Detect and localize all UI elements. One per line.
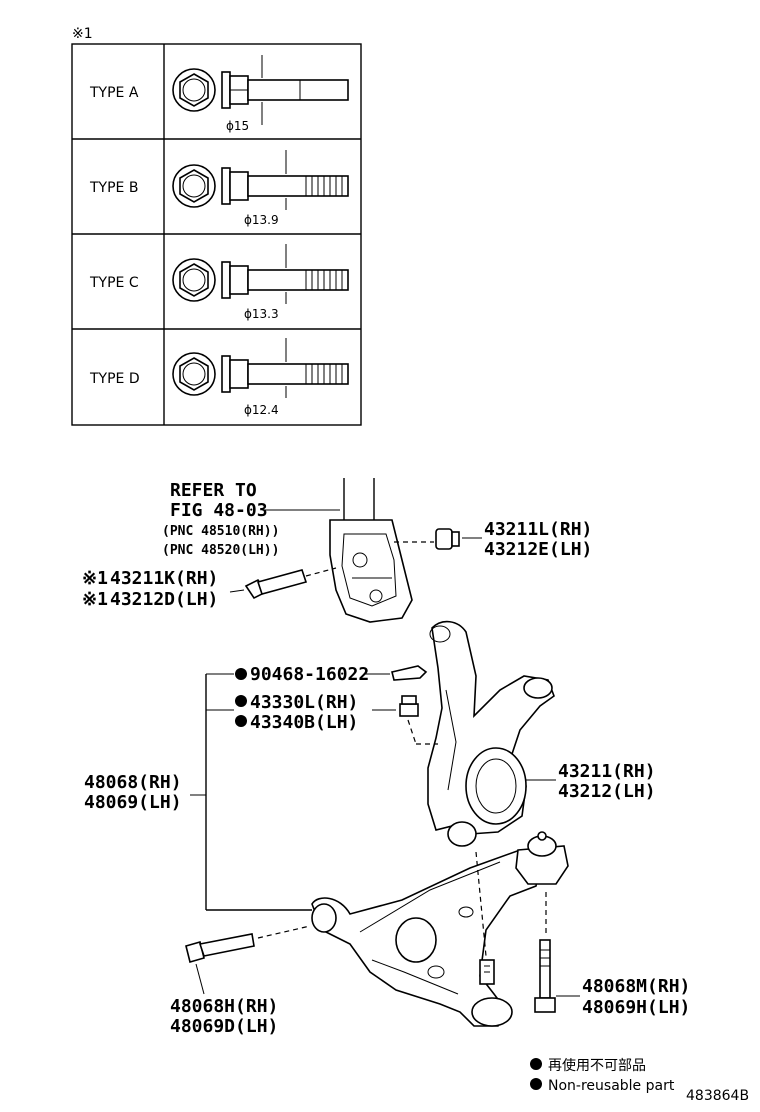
bolt-head-icon — [172, 258, 216, 302]
type-label: TYPE A — [89, 85, 139, 101]
bolt-head-icon — [172, 68, 216, 112]
table-row-type-b: TYPE B ϕ13.9 — [89, 150, 349, 227]
refer-fig-label: FIG 48-03 — [170, 500, 268, 521]
rear-bushing-drawing — [515, 831, 569, 936]
front-bolt-drawing — [185, 925, 311, 963]
bolt-head-icon — [172, 352, 216, 396]
refer-pnc-rh: (PNC 48510(RH)) — [162, 524, 279, 539]
diameter-label: ϕ13.3 — [244, 307, 279, 321]
castle-nut-drawing — [399, 695, 438, 745]
non-reusable-bullet-icon — [235, 668, 247, 680]
part-number-knuckle-rh: 43211(RH) — [558, 761, 656, 782]
diameter-label: ϕ12.4 — [244, 403, 279, 417]
bolt-side-icon — [221, 55, 349, 125]
refer-pnc-lh: (PNC 48520(LH)) — [162, 543, 279, 558]
legend-bullet-icon — [530, 1058, 542, 1070]
part-number-front-bolt-lh: 48069D(LH) — [170, 1016, 278, 1037]
table-row-type-a: TYPE A ϕ15 — [89, 55, 349, 133]
legend-english: Non-reusable part — [548, 1078, 675, 1094]
strut-bolt-drawing — [244, 567, 337, 600]
part-number-nut-rh: 43211L(RH) — [484, 519, 592, 540]
table-row-type-c: TYPE C ϕ13.3 — [89, 244, 349, 321]
part-number-cotter-pin: 90468-16022 — [250, 664, 369, 685]
figure-id: 483864B — [686, 1088, 749, 1104]
bolt-mark-lh: ※1 — [82, 589, 108, 610]
ball-joint-stud-drawing — [475, 851, 495, 985]
strut-bracket-drawing — [329, 478, 413, 623]
diameter-label: ϕ13.9 — [244, 213, 279, 227]
assembly-bracket — [190, 673, 312, 911]
bolt-head-icon — [172, 164, 216, 208]
part-number-bolt-lh: 43212D(LH) — [110, 589, 218, 610]
non-reusable-bullet-icon — [235, 695, 247, 707]
part-number-rear-bolt-rh: 48068M(RH) — [582, 976, 690, 997]
part-number-rear-bolt-lh: 48069H(LH) — [582, 997, 690, 1018]
type-label: TYPE D — [89, 371, 140, 387]
legend: 再使用不可部品 Non-reusable part — [530, 1057, 675, 1094]
bolt-type-table — [71, 43, 362, 426]
rear-bolt-drawing — [534, 939, 556, 1013]
table-row-type-d: TYPE D ϕ12.4 — [89, 338, 349, 417]
part-number-castle-nut-rh: 43330L(RH) — [250, 692, 358, 713]
bolt-leader — [229, 589, 245, 593]
part-number-bolt-rh: 43211K(RH) — [110, 568, 218, 589]
type-label: TYPE C — [89, 275, 139, 291]
part-number-nut-lh: 43212E(LH) — [484, 539, 592, 560]
legend-bullet-icon — [530, 1078, 542, 1090]
steering-knuckle-drawing — [427, 620, 555, 847]
bolt-side-icon — [221, 338, 349, 398]
table-note-mark: ※1 — [72, 26, 93, 42]
part-number-arm-lh: 48069(LH) — [84, 792, 182, 813]
non-reusable-bullet-icon — [235, 715, 247, 727]
legend-japanese: 再使用不可部品 — [548, 1057, 646, 1074]
lower-arm-drawing — [311, 849, 541, 1027]
part-number-front-bolt-rh: 48068H(RH) — [170, 996, 278, 1017]
front-bolt-leader — [195, 963, 205, 995]
refer-to-label: REFER TO — [170, 480, 257, 501]
bolt-side-icon — [221, 150, 349, 210]
part-number-castle-nut-lh: 43340B(LH) — [250, 712, 358, 733]
diameter-label: ϕ15 — [226, 119, 249, 133]
flange-nut-drawing — [394, 528, 460, 550]
bolt-side-icon — [221, 244, 349, 304]
bolt-mark-rh: ※1 — [82, 568, 108, 589]
cotter-pin-drawing — [391, 665, 428, 681]
part-number-knuckle-lh: 43212(LH) — [558, 781, 656, 802]
part-number-arm-rh: 48068(RH) — [84, 772, 182, 793]
type-label: TYPE B — [89, 180, 138, 196]
